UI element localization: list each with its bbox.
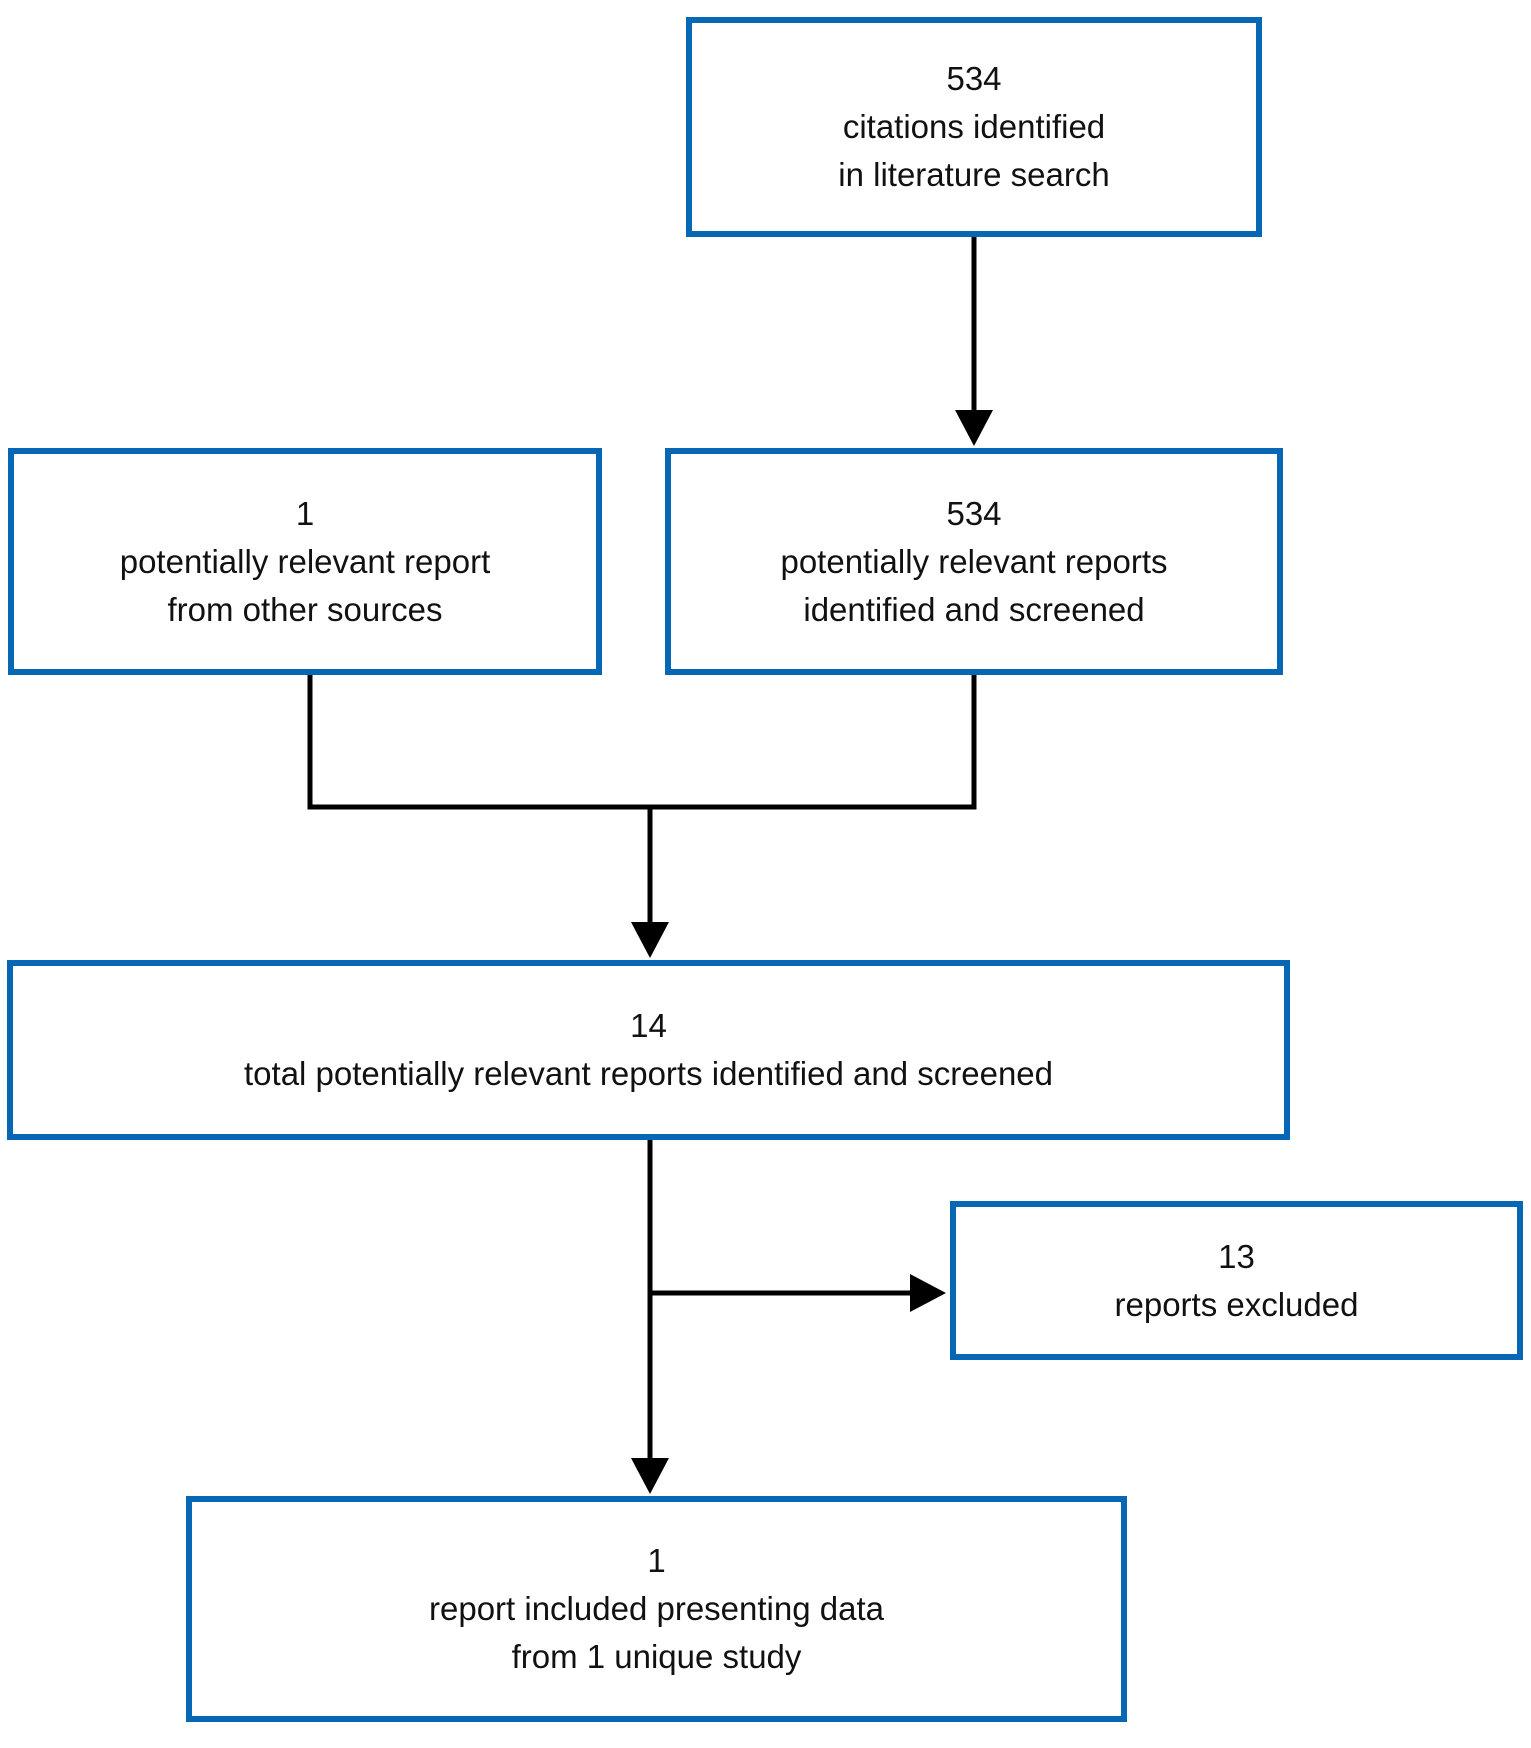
excluded-count: 13 bbox=[1218, 1237, 1255, 1275]
node-excluded: 13 reports excluded bbox=[950, 1201, 1523, 1360]
arrow-total-to-included-head bbox=[631, 1458, 669, 1494]
other-sources-count: 1 bbox=[295, 494, 315, 532]
node-screened: 534 potentially relevant reports identif… bbox=[665, 448, 1283, 675]
screened-line1: potentially relevant reports bbox=[780, 542, 1168, 580]
arrow-branch-to-excluded-head bbox=[910, 1274, 946, 1312]
node-citations: 534 citations identified in literature s… bbox=[686, 17, 1262, 237]
citations-line1: citations identified bbox=[842, 108, 1106, 145]
node-total: 14 total potentially relevant reports id… bbox=[7, 960, 1290, 1140]
included-line2: from 1 unique study bbox=[511, 1638, 802, 1675]
node-other-sources: 1 potentially relevant report from other… bbox=[8, 448, 602, 675]
other-sources-line2: from other sources bbox=[167, 590, 443, 628]
screened-count: 534 bbox=[946, 494, 1002, 532]
included-line1: report included presenting data bbox=[429, 1590, 884, 1627]
included-count: 1 bbox=[647, 1542, 666, 1579]
other-sources-line1: potentially relevant report bbox=[119, 542, 491, 580]
citations-line2: in literature search bbox=[838, 156, 1110, 193]
total-line1: total potentially relevant reports ident… bbox=[244, 1055, 1053, 1092]
arrow-merge-to-total-head bbox=[631, 922, 669, 958]
merge-connector bbox=[307, 675, 977, 810]
node-included: 1 report included presenting data from 1… bbox=[186, 1496, 1127, 1722]
screened-line2: identified and screened bbox=[803, 590, 1145, 628]
total-count: 14 bbox=[630, 1007, 667, 1044]
citations-count: 534 bbox=[946, 60, 1002, 97]
arrow-citations-to-screened-head bbox=[955, 410, 993, 446]
excluded-line1: reports excluded bbox=[1114, 1285, 1359, 1323]
